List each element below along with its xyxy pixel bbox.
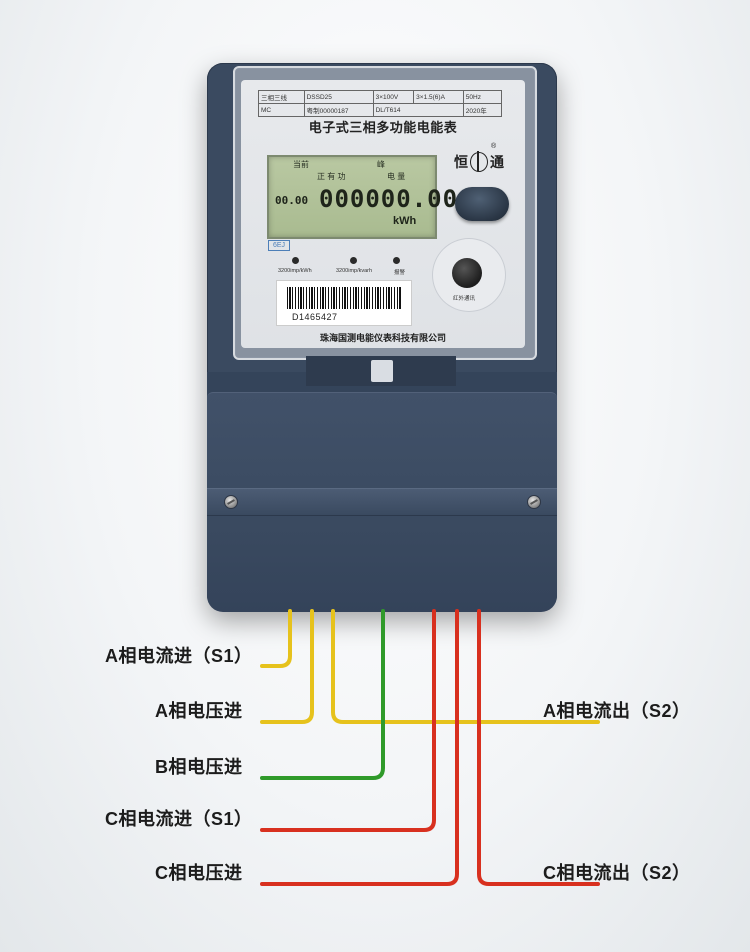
spec-cell: 50Hz xyxy=(462,90,503,104)
wire-a-current-out xyxy=(331,609,600,724)
spec-row: MC 粤制00000187 DL/T614 2020年 xyxy=(258,103,503,117)
label-c-voltage-in: C相电压进 xyxy=(155,863,243,883)
wire-c-voltage-in xyxy=(260,609,459,886)
display-button[interactable] xyxy=(455,187,509,221)
brand-logo: 恒 通 xyxy=(454,151,504,172)
brand-right: 通 xyxy=(490,154,504,170)
terminal-cover-ridge xyxy=(207,488,557,516)
brand-emblem-icon xyxy=(470,151,488,172)
lcd-display: 当前 峰 正 有 功 电 量 00.00 000000.00 kWh xyxy=(267,155,457,239)
pulse-led-reactive-icon xyxy=(350,257,357,264)
lcd-unit: kWh xyxy=(393,215,417,227)
wire-a-voltage-in xyxy=(260,609,314,724)
seal-icon xyxy=(371,360,393,382)
lcd-small-reading: 00.00 xyxy=(275,194,309,207)
pulse-active-label: 3200imp/kWh xyxy=(278,268,312,274)
serial-number: D1465427 xyxy=(292,312,338,322)
lcd-peak: 峰 xyxy=(377,160,385,169)
label-c-current-out: C相电流出（S2） xyxy=(543,863,691,883)
lcd-active-energy: 正 有 功 xyxy=(317,172,346,181)
lcd-energy: 电 量 xyxy=(387,172,406,181)
pulse-led-active-icon xyxy=(292,257,299,264)
left-screw xyxy=(224,495,238,509)
lcd-current: 当前 xyxy=(293,160,309,169)
pulse-reactive-label: 3200imp/kvarh xyxy=(336,268,373,274)
registered-mark: ® xyxy=(491,143,497,150)
label-a-current-out: A相电流出（S2） xyxy=(543,701,691,721)
label-c-current-in: C相电流进（S1） xyxy=(105,809,253,829)
brand-left: 恒 xyxy=(454,154,468,170)
spec-table: 三相三线 DSSD25 3×100V 3×1.5(6)A 50Hz MC 粤制0… xyxy=(258,90,503,117)
alarm-led-icon xyxy=(393,257,400,264)
barcode-icon xyxy=(287,287,401,309)
spec-cell: DL/T614 xyxy=(372,103,464,117)
ir-port-icon xyxy=(452,258,482,288)
alarm-label: 报警 xyxy=(394,270,406,276)
meter-title: 电子式三相多功能电能表 xyxy=(308,120,458,135)
wire-b-voltage-in xyxy=(260,609,385,780)
manufacturer: 珠海国测电能仪表科技有限公司 xyxy=(319,333,446,343)
label-a-voltage-in: A相电压进 xyxy=(155,701,243,721)
wire-a-current-in xyxy=(260,609,292,668)
label-b-voltage-in: B相电压进 xyxy=(155,757,243,777)
label-a-current-in: A相电流进（S1） xyxy=(105,646,253,666)
spec-cell: 2020年 xyxy=(462,103,503,117)
ir-label: 红外通讯 xyxy=(453,296,476,302)
lcd-big-reading: 000000.00 xyxy=(319,185,459,213)
wire-c-current-out xyxy=(477,609,600,886)
wire-c-current-in xyxy=(260,609,436,832)
model-tag: 6EJ xyxy=(268,240,290,251)
right-screw xyxy=(527,495,541,509)
barcode-label xyxy=(276,280,412,326)
